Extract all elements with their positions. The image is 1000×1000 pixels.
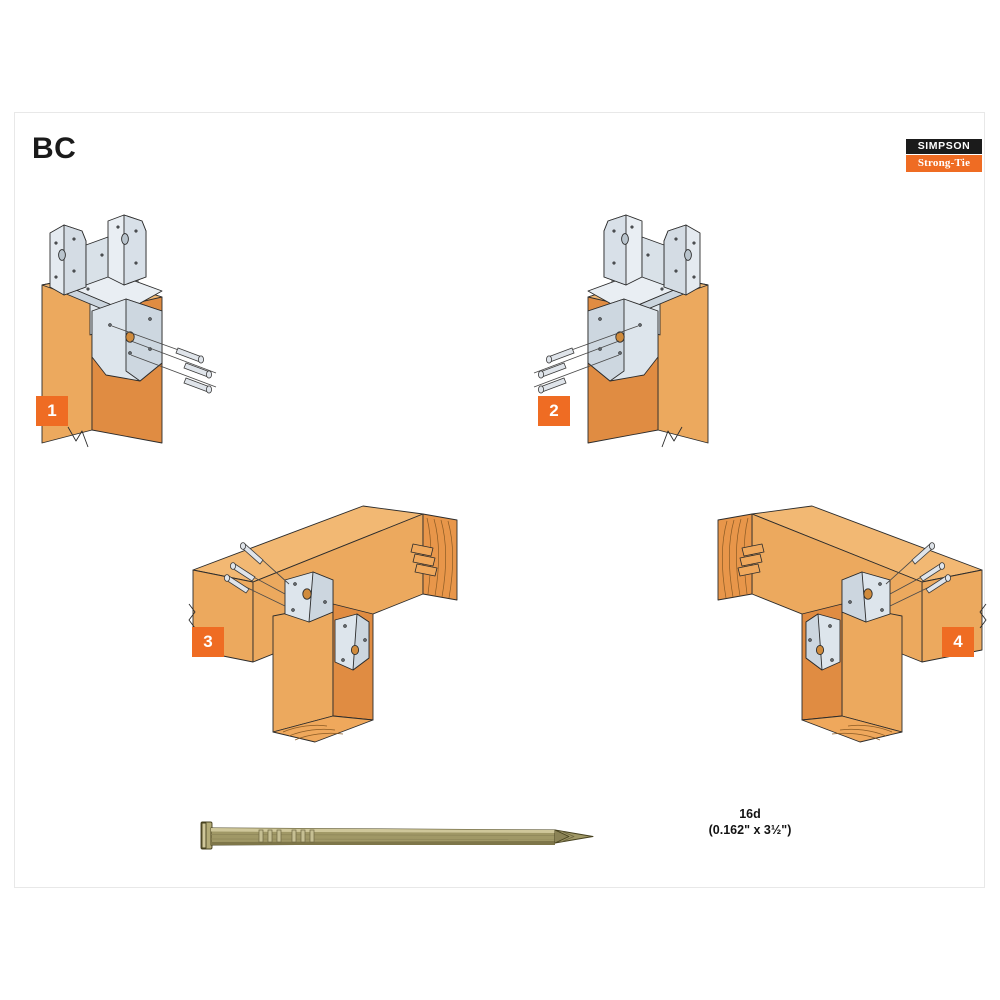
- panel-2-illustration: [490, 214, 720, 455]
- sheet-frame: [14, 112, 985, 888]
- panel-4-illustration: [700, 498, 990, 748]
- panel-badge-2: 2: [538, 396, 570, 426]
- fastener-dimensions: (0.162" x 3½"): [708, 823, 792, 837]
- fastener-label: 16d: [739, 807, 761, 821]
- panel-badge-3: 3: [192, 627, 224, 657]
- fastener-caption: 16d (0.162" x 3½"): [660, 806, 840, 838]
- simpson-strong-tie-logo: SIMPSON Strong-Tie: [906, 139, 982, 172]
- panel-badge-1: 1: [36, 396, 68, 426]
- fastener-illustration-16d-nail: [195, 812, 605, 862]
- logo-simpson-text: SIMPSON: [906, 139, 982, 154]
- panel-badge-4: 4: [942, 627, 974, 657]
- logo-strongtie-text: Strong-Tie: [906, 155, 982, 172]
- panel-3-illustration: [185, 498, 475, 748]
- page-title: BC: [32, 132, 77, 165]
